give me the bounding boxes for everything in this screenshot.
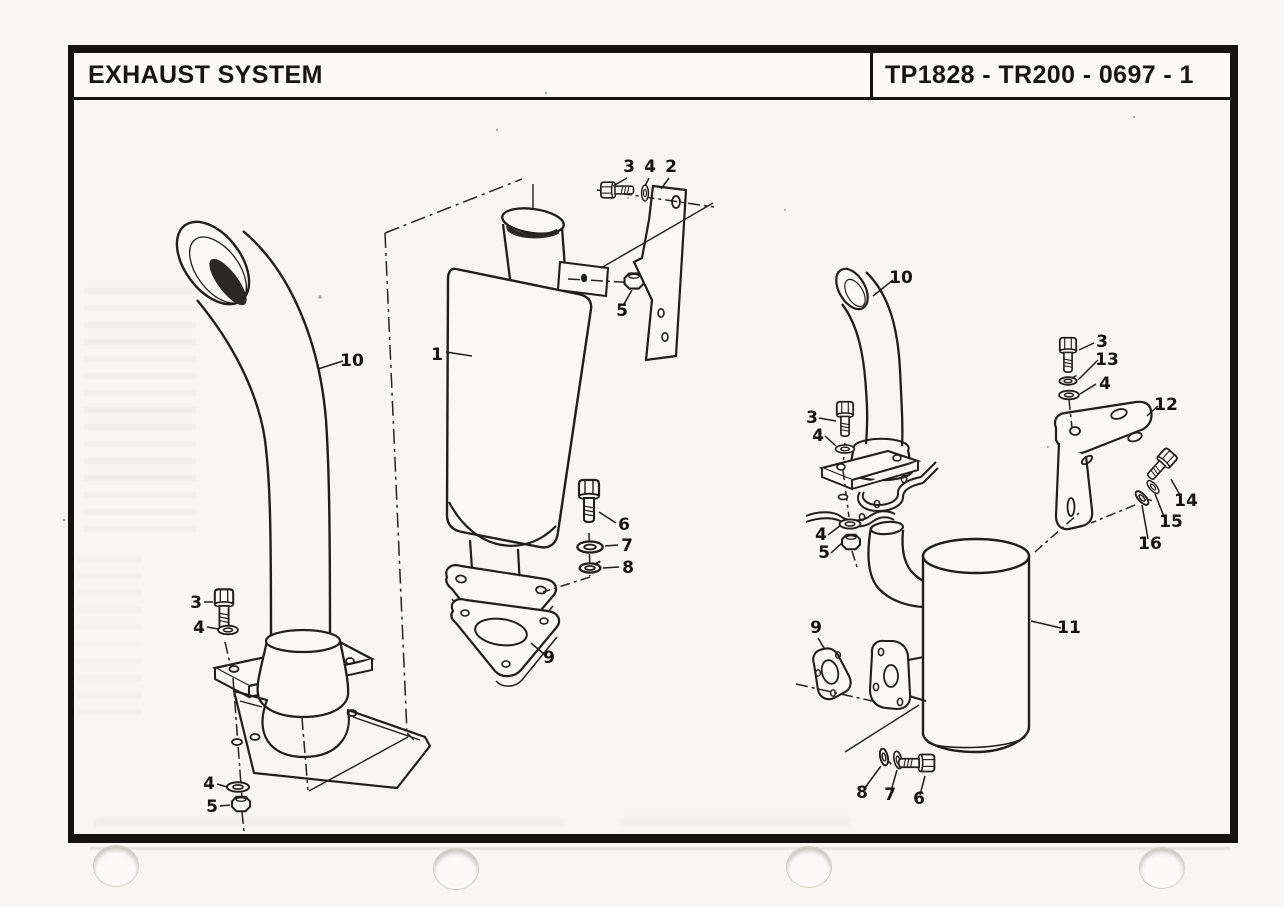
callout-left-bracket-washer: 4 — [644, 157, 656, 177]
left-lower-washer — [226, 781, 250, 793]
callout-right-side-lockwasher: 16 — [1138, 534, 1162, 554]
left-base-bolt — [213, 588, 235, 629]
left-strap-bracket — [632, 184, 688, 362]
callout-right-muffler: 11 — [1057, 618, 1081, 638]
right-lower-washer — [838, 518, 862, 530]
callout-right-outlet-washer: 7 — [884, 785, 896, 805]
callout-left-flange-bolt: 6 — [618, 515, 630, 535]
right-bracket-washer — [1058, 389, 1080, 401]
callout-right-stack-pipe: 10 — [889, 268, 913, 288]
doc-code-cell: TP1828 - TR200 - 0697 - 1 — [873, 53, 1230, 97]
inlet-opening-shadow — [506, 225, 560, 239]
right-muffler — [921, 537, 1031, 754]
right-outlet-lockwasher — [877, 746, 893, 768]
right-outlet-flange — [868, 639, 927, 711]
right-clamp-washer — [834, 444, 856, 454]
callout-right-bracket-lockwasher: 13 — [1095, 350, 1119, 370]
right-lower-nut — [841, 533, 861, 551]
callout-right-bracket-bolt: 3 — [1096, 332, 1108, 352]
left-lower-nut — [231, 795, 251, 813]
right-assembly: 10 3 4 3 13 4 12 14 15 16 4 5 9 11 8 7 6 — [795, 267, 1198, 809]
right-leader-lines — [817, 279, 1182, 796]
scan-streak — [620, 817, 850, 825]
callout-right-bracket-washer: 4 — [1099, 374, 1111, 394]
punch-hole — [433, 848, 479, 890]
stack-opening-shadow — [209, 258, 247, 306]
right-side-bolt — [1142, 446, 1179, 484]
left-base-washer — [217, 624, 239, 636]
callout-right-gasket: 9 — [810, 618, 822, 638]
doc-code: TP1828 - TR200 - 0697 - 1 — [885, 60, 1194, 89]
page-title: EXHAUST SYSTEM — [88, 60, 323, 89]
ghost-text-bleedthrough — [78, 556, 142, 726]
callout-right-outlet-bolt: 6 — [913, 789, 925, 809]
callout-left-bracket: 2 — [665, 157, 677, 177]
callout-left-muffler: 1 — [431, 345, 443, 365]
left-muffler — [445, 207, 593, 549]
callout-right-clamp-washer: 4 — [812, 426, 824, 446]
title-bar: EXHAUST SYSTEM TP1828 - TR200 - 0697 - 1 — [74, 53, 1230, 100]
callout-left-bracket-bolt: 3 — [623, 157, 635, 177]
sheet-border: EXHAUST SYSTEM TP1828 - TR200 - 0697 - 1 — [68, 45, 1238, 843]
left-heat-shield — [232, 689, 432, 790]
callout-left-lower-nut: 5 — [206, 797, 218, 817]
scan-streak — [95, 818, 565, 826]
right-mid-washer — [837, 493, 849, 501]
callout-right-side-washer: 15 — [1159, 512, 1183, 532]
punch-hole — [786, 846, 832, 888]
right-gasket — [812, 647, 852, 701]
left-bracket-washer — [640, 184, 650, 202]
callout-left-base-washer: 4 — [193, 618, 205, 638]
left-stack-pipe — [175, 220, 332, 639]
scan-specks — [62, 91, 1136, 522]
callout-right-lower-nut: 5 — [818, 543, 830, 563]
left-leader-lines — [204, 177, 670, 807]
ghost-text-bleedthrough — [84, 288, 196, 543]
left-stack-collar — [256, 628, 350, 719]
right-outlet-bolt — [897, 753, 936, 773]
callout-left-flange-lockwasher: 8 — [622, 558, 634, 578]
right-mounting-bracket — [1053, 400, 1153, 531]
left-clamp-tab — [556, 260, 610, 298]
callout-right-clamp-bolt: 3 — [806, 408, 818, 428]
callout-left-stack-pipe: 10 — [340, 351, 364, 371]
right-clamp-bolt — [835, 400, 855, 438]
right-side-lockwasher — [1132, 487, 1153, 508]
punch-hole — [93, 845, 139, 887]
right-side-washer — [1144, 478, 1162, 496]
callout-left-base-bolt: 3 — [190, 593, 202, 613]
left-assembly: 10 1 3 4 2 5 6 7 8 9 3 4 4 5 — [175, 157, 715, 832]
callout-left-lower-washer: 4 — [203, 774, 215, 794]
callout-left-gasket: 9 — [543, 648, 555, 668]
left-mid-washer — [231, 738, 243, 746]
left-flange-washer — [576, 540, 604, 554]
left-flange-lockwasher — [578, 560, 602, 574]
callout-right-lower-washer: 4 — [815, 525, 827, 545]
right-bracket-bolt — [1058, 336, 1078, 374]
callout-right-outlet-lockwasher: 8 — [856, 783, 868, 803]
right-clamp-plate — [818, 449, 922, 491]
scan-noise-line — [90, 847, 1230, 850]
left-flange-bolt — [577, 478, 601, 524]
right-elbow-pipe — [867, 520, 925, 609]
callout-right-bracket: 12 — [1154, 395, 1178, 415]
title-cell: EXHAUST SYSTEM — [74, 53, 873, 97]
callout-left-flange-washer: 7 — [621, 536, 633, 556]
punch-hole — [1139, 847, 1185, 889]
left-bracket-bolt — [600, 181, 635, 199]
right-bracket-lockwasher — [1058, 374, 1078, 386]
callout-left-bracket-nut: 5 — [616, 301, 628, 321]
left-gasket — [450, 598, 561, 687]
callout-right-side-bolt: 14 — [1174, 491, 1198, 511]
